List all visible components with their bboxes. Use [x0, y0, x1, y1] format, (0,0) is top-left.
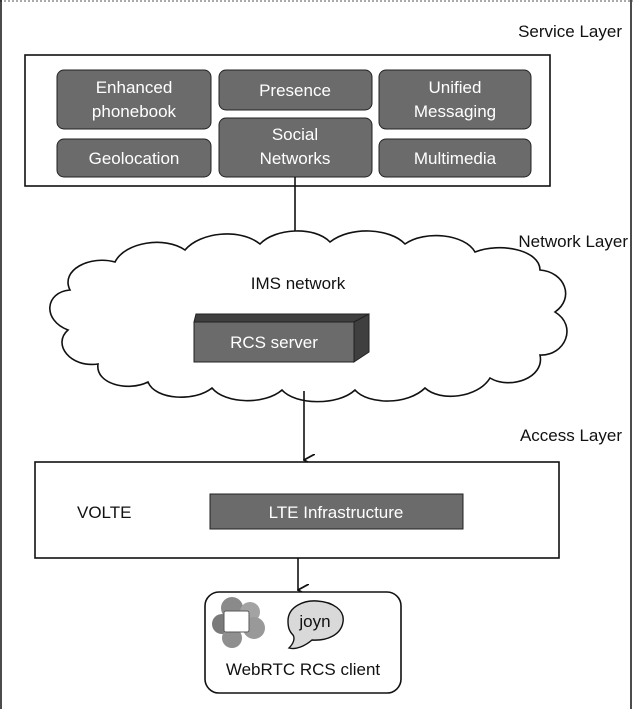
service-social-networks: Social Networks [218, 117, 373, 178]
lte-infrastructure-box: LTE Infrastructure [209, 493, 464, 530]
webrtc-logo-icon [212, 597, 265, 648]
service-label-line: Presence [259, 81, 331, 100]
volte-label: VOLTE [77, 503, 131, 522]
rcs-server-label: RCS server [230, 333, 318, 352]
service-label-line: Networks [260, 149, 331, 168]
service-label-line: Unified [429, 78, 482, 97]
service-multimedia: Multimedia [378, 138, 532, 178]
service-layer-label: Service Layer [518, 22, 622, 41]
service-label-line: Multimedia [414, 149, 497, 168]
lte-infrastructure-label: LTE Infrastructure [269, 503, 404, 522]
service-label-line: phonebook [92, 102, 177, 121]
access-layer-label: Access Layer [520, 426, 622, 445]
service-unified-messaging: Unified Messaging [378, 69, 532, 130]
service-label-line: Social [272, 125, 318, 144]
service-presence: Presence [218, 69, 373, 111]
rcs-server-box: RCS server [193, 313, 370, 363]
service-label-line: Messaging [414, 102, 496, 121]
service-geolocation: Geolocation [56, 138, 212, 178]
joyn-label: joyn [298, 612, 330, 631]
ims-network-label: IMS network [251, 274, 346, 293]
webrtc-rcs-client-label: WebRTC RCS client [226, 660, 381, 679]
service-label-line: Geolocation [89, 149, 180, 168]
service-label-line: Enhanced [96, 78, 173, 97]
network-layer-label: Network Layer [518, 232, 628, 251]
joyn-logo-icon: joyn [287, 600, 344, 650]
service-enhanced-phonebook: Enhanced phonebook [56, 69, 212, 130]
